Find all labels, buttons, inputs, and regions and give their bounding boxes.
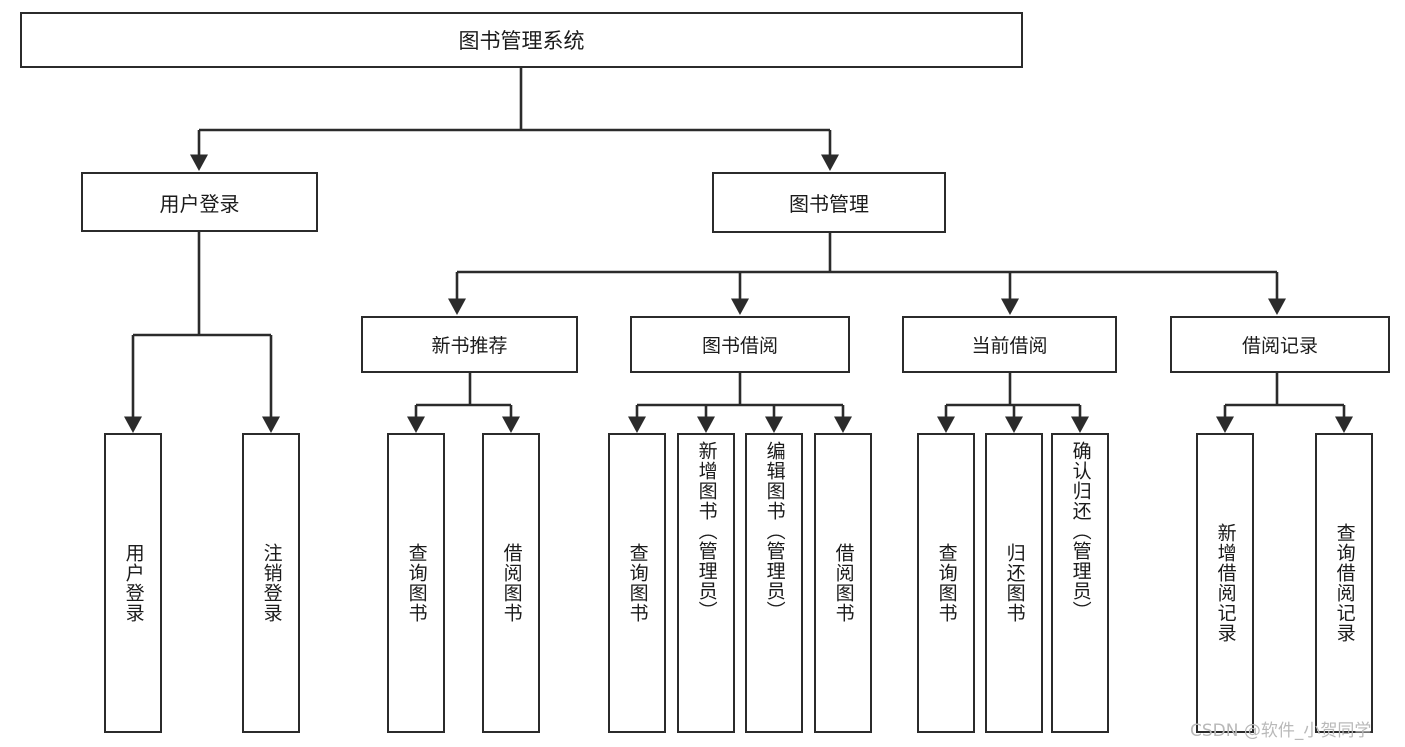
node-user-login[interactable]: 用户登录	[81, 172, 318, 232]
leaf-add-book-admin-label: 新增图书（管理员）	[695, 441, 718, 621]
leaf-edit-book-admin-label: 编辑图书（管理员）	[763, 441, 786, 621]
leaf-add-book-admin[interactable]: 新增图书（管理员）	[677, 433, 735, 733]
leaf-return-book-label: 归还图书	[1003, 543, 1026, 623]
leaf-query-book-recommend[interactable]: 查询图书	[387, 433, 445, 733]
node-borrow-record[interactable]: 借阅记录	[1170, 316, 1390, 373]
node-borrow-record-label: 借阅记录	[1241, 335, 1318, 357]
leaf-add-borrow-record-label: 新增借阅记录	[1214, 523, 1237, 643]
node-current-borrow-label: 当前借阅	[971, 335, 1048, 357]
node-current-borrow[interactable]: 当前借阅	[902, 316, 1117, 373]
leaf-query-book-borrow-label: 查询图书	[626, 543, 649, 623]
leaf-logout[interactable]: 注销登录	[242, 433, 300, 733]
leaf-user-login-label: 用户登录	[122, 543, 145, 623]
node-user-login-label: 用户登录	[159, 191, 240, 216]
leaf-query-book-current[interactable]: 查询图书	[917, 433, 975, 733]
leaf-edit-book-admin[interactable]: 编辑图书（管理员）	[745, 433, 803, 733]
leaf-add-borrow-record[interactable]: 新增借阅记录	[1196, 433, 1254, 733]
node-root-label: 图书管理系统	[458, 29, 585, 53]
leaf-return-book[interactable]: 归还图书	[985, 433, 1043, 733]
leaf-confirm-return-admin-label: 确认归还（管理员）	[1069, 441, 1092, 621]
leaf-borrow-book-recommend[interactable]: 借阅图书	[482, 433, 540, 733]
node-new-book-recommend[interactable]: 新书推荐	[361, 316, 578, 373]
leaf-borrow-book-label: 借阅图书	[832, 543, 855, 623]
node-book-borrow-label: 图书借阅	[701, 335, 778, 357]
leaf-query-borrow-record[interactable]: 查询借阅记录	[1315, 433, 1373, 733]
leaf-query-book-current-label: 查询图书	[935, 543, 958, 623]
leaf-borrow-book-recommend-label: 借阅图书	[500, 543, 523, 623]
node-book-management[interactable]: 图书管理	[712, 172, 946, 233]
node-book-management-label: 图书管理	[789, 192, 869, 216]
leaf-query-book-recommend-label: 查询图书	[405, 543, 428, 623]
watermark: CSDN @软件_小贺同学	[1190, 721, 1372, 741]
leaf-borrow-book[interactable]: 借阅图书	[814, 433, 872, 733]
leaf-confirm-return-admin[interactable]: 确认归还（管理员）	[1051, 433, 1109, 733]
leaf-query-borrow-record-label: 查询借阅记录	[1333, 523, 1356, 643]
leaf-logout-label: 注销登录	[260, 543, 283, 623]
node-book-borrow[interactable]: 图书借阅	[630, 316, 850, 373]
leaf-query-book-borrow[interactable]: 查询图书	[608, 433, 666, 733]
node-new-book-recommend-label: 新书推荐	[431, 335, 508, 357]
leaf-user-login[interactable]: 用户登录	[104, 433, 162, 733]
node-root[interactable]: 图书管理系统	[20, 12, 1023, 68]
